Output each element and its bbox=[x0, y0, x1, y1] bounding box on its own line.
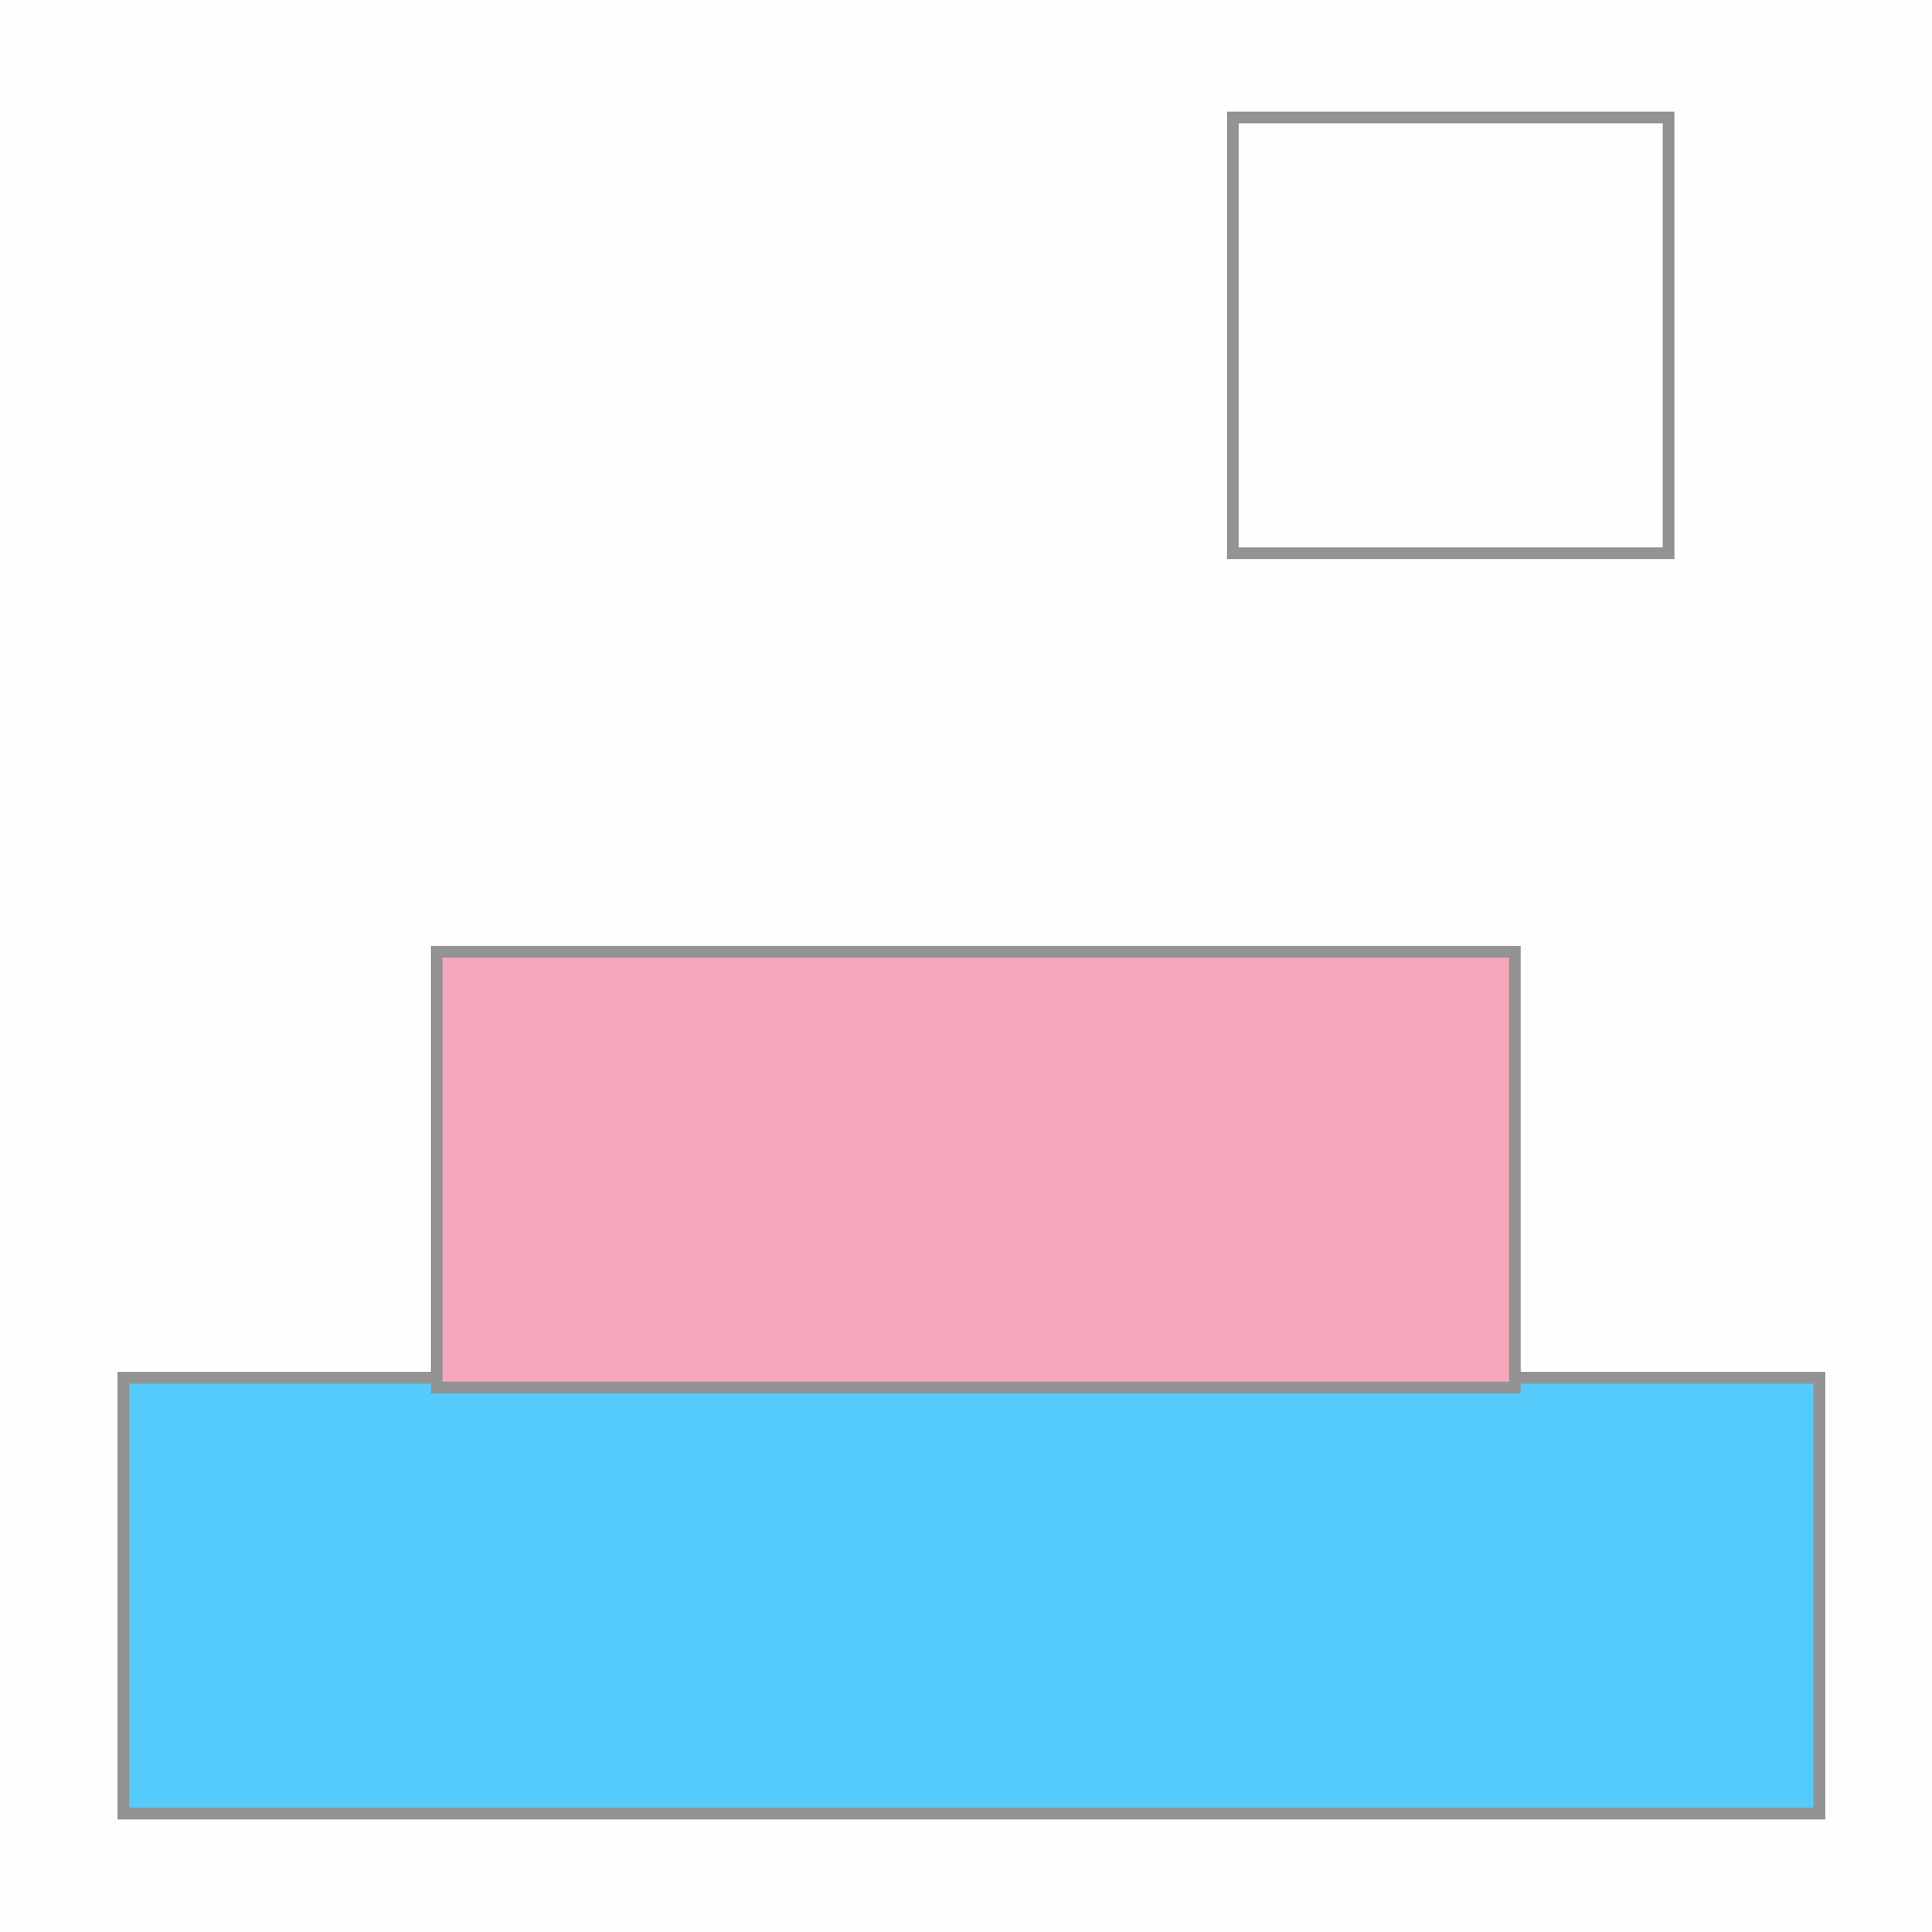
blue-block bbox=[118, 1372, 1825, 1819]
pink-block bbox=[431, 946, 1521, 1393]
empty-square bbox=[1227, 112, 1674, 559]
